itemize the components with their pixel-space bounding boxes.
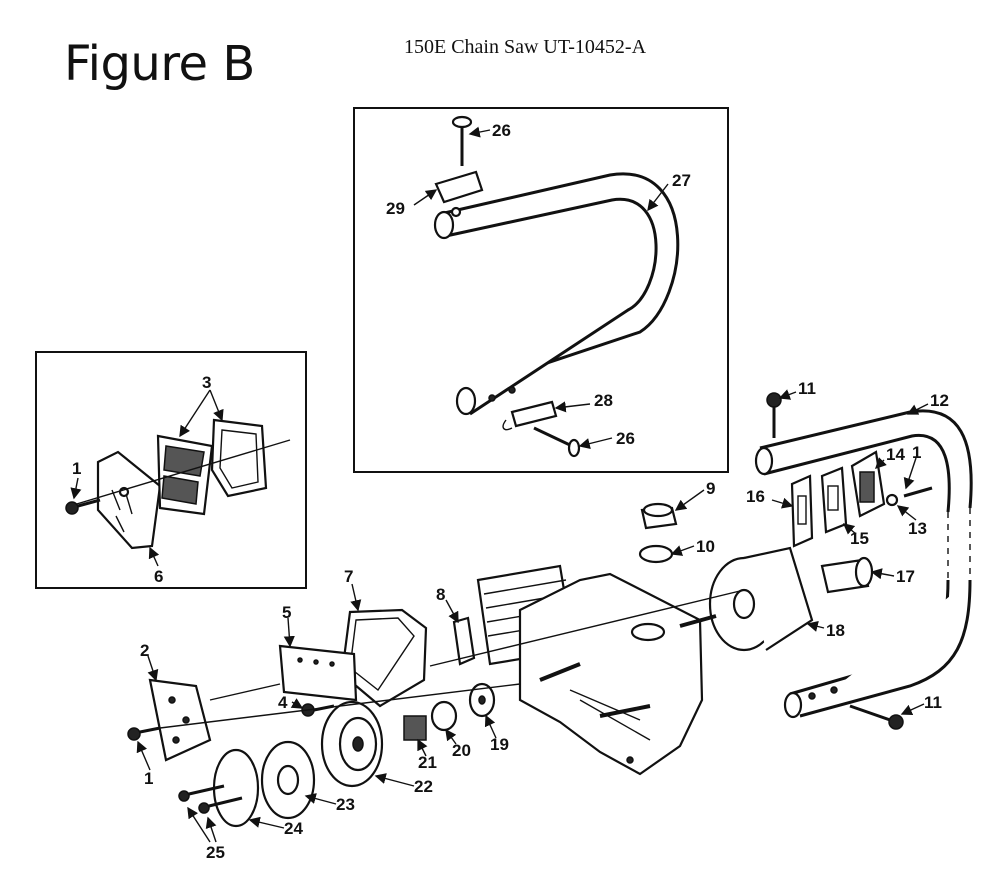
callout-11-top: 11 <box>798 379 816 398</box>
screw-26-bottom <box>533 426 581 458</box>
callout-19: 19 <box>490 735 509 754</box>
callout-9: 9 <box>706 479 715 498</box>
callout-8: 8 <box>436 585 445 604</box>
callout-26-bottom: 26 <box>616 429 635 448</box>
callout-1-inset: 1 <box>72 459 81 478</box>
callout-17: 17 <box>896 567 915 586</box>
callout-4: 5 <box>282 603 291 622</box>
callout-1-right: 1 <box>912 443 921 462</box>
filter-cover-6 <box>96 450 162 550</box>
filter-element-3 <box>156 434 214 516</box>
callout-29: 29 <box>386 199 405 218</box>
callout-16: 16 <box>746 487 765 506</box>
screw-1 <box>127 726 161 741</box>
screw-11-bottom <box>849 704 904 730</box>
gasket-16 <box>790 474 814 548</box>
washer-19 <box>468 682 496 718</box>
callout-18: 18 <box>826 621 845 640</box>
callout-25: 25 <box>206 843 225 862</box>
callout-10: 10 <box>696 537 715 556</box>
plate-2 <box>148 678 212 762</box>
chain-guide-4 <box>278 644 358 702</box>
needle-bearing-21 <box>403 715 427 741</box>
bearing-20 <box>430 700 458 732</box>
screw-13 <box>885 486 933 507</box>
callout-23: 23 <box>336 795 355 814</box>
callout-6: 6 <box>154 567 163 586</box>
clutch-23 <box>260 740 316 820</box>
callout-22: 22 <box>414 777 433 796</box>
callout-24: 24 <box>284 819 303 838</box>
figure-label: Figure B <box>64 36 255 92</box>
callout-12: 12 <box>930 391 949 410</box>
air-filter-inset <box>35 351 307 589</box>
crankcase <box>518 572 704 776</box>
screws-25 <box>178 784 243 814</box>
callout-20: 20 <box>452 741 471 760</box>
callout-1-bottom: 1 <box>144 769 153 788</box>
clamp-29 <box>434 170 484 218</box>
gasket-10 <box>638 544 674 564</box>
callout-15: 15 <box>850 529 869 548</box>
bracket-28 <box>502 400 558 431</box>
front-handle-27 <box>433 172 680 416</box>
gasket-8 <box>452 616 476 666</box>
callout-28: 28 <box>594 391 613 410</box>
spark-plug-9 <box>640 502 678 530</box>
screw-1-inset <box>65 498 101 515</box>
flywheel-18 <box>708 546 814 652</box>
callout-2: 2 <box>140 641 149 660</box>
callout-5: 4 <box>278 693 288 712</box>
callout-11-bottom: 11 <box>924 693 942 712</box>
front-handle-inset <box>353 107 729 473</box>
callout-7: 7 <box>344 567 353 586</box>
callout-27: 27 <box>672 171 691 190</box>
screw-26-top <box>451 115 473 166</box>
callout-3: 3 <box>202 373 211 392</box>
callout-26-top: 26 <box>492 121 511 140</box>
starter-pulley-17 <box>820 556 874 594</box>
callout-21: 21 <box>418 753 437 772</box>
document-title: 150E Chain Saw UT-10452-A <box>404 36 647 58</box>
insulator-15 <box>820 466 848 534</box>
callout-13: 13 <box>908 519 927 538</box>
filter-gasket-3 <box>210 418 268 498</box>
screw-11-top <box>766 392 782 438</box>
sprocket-22 <box>320 700 384 788</box>
callout-14: 14 <box>886 445 905 464</box>
